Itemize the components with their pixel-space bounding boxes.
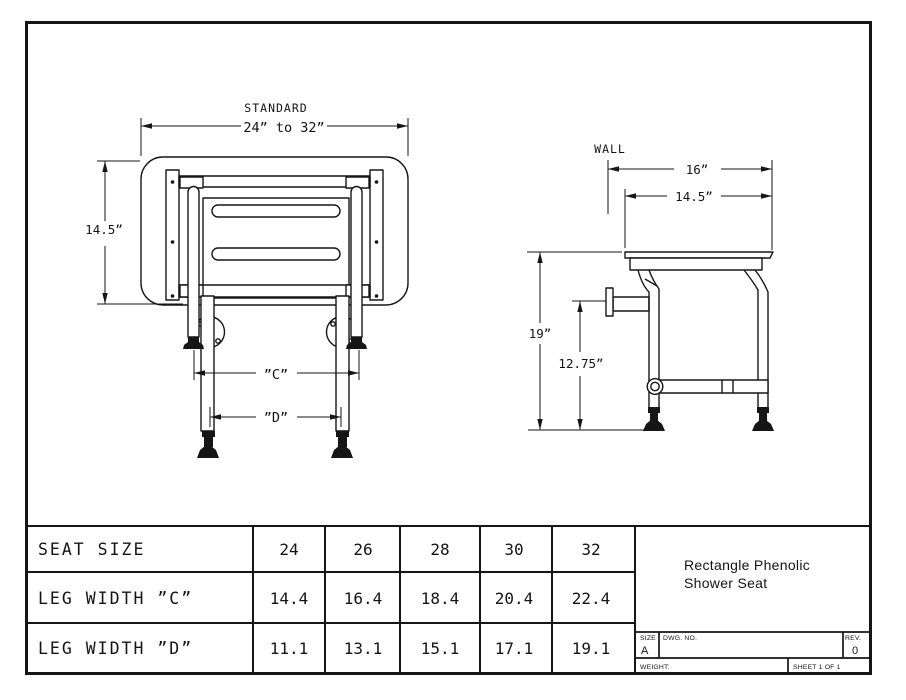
title-block-title-line1: Rectangle Phenolic (684, 557, 810, 573)
dim-front-depth: 14.5” (85, 160, 183, 305)
dim-standard-label: STANDARD (244, 101, 307, 115)
dim-standard-range: 24” to 32” (243, 120, 324, 136)
table-row-label-leg-width-c: LEG WIDTH ”C” (38, 589, 193, 608)
dim-bracket-height-label: 12.75” (558, 356, 603, 371)
table-cell-c-3: 18.4 (421, 589, 460, 608)
side-seat-top (624, 251, 774, 259)
front-view: STANDARD 24” to 32” 14.5” ”C” ”D” (85, 101, 409, 458)
size-value: A (641, 645, 649, 657)
table-cell-d-5: 19.1 (572, 639, 611, 658)
dim-height: 19” (527, 251, 663, 431)
table-cell-c-2: 16.4 (344, 589, 383, 608)
dim-front-depth-label: 14.5” (85, 222, 123, 237)
tube-foot-left (183, 337, 204, 349)
table-cell-d-4: 17.1 (495, 639, 534, 658)
drain-slot-bottom (211, 247, 341, 261)
table-row-label-seat-size: SEAT SIZE (38, 540, 145, 559)
table-cell-d-3: 15.1 (421, 639, 460, 658)
mounting-bars (165, 169, 384, 301)
dim-d: ”D” (209, 407, 342, 427)
sheet-border (25, 21, 872, 675)
size-label: SIZE (640, 635, 656, 642)
table-cell-d-1: 11.1 (270, 639, 309, 658)
weight-label: WEIGHT: (640, 664, 670, 671)
table-row-label-leg-width-d: LEG WIDTH ”D” (38, 639, 193, 658)
table-cell-c-4: 20.4 (495, 589, 534, 608)
sheet-label: SHEET 1 OF 1 (793, 664, 841, 671)
dim-c-label: ”C” (264, 367, 288, 383)
tube-foot-right (346, 337, 367, 349)
dim-standard-width: STANDARD 24” to 32” (140, 101, 409, 156)
dwg-no-label: DWG. NO. (663, 635, 697, 642)
side-seat-channel (629, 257, 763, 271)
wall-label: WALL (594, 142, 626, 156)
spec-table-grid (26, 525, 871, 673)
table-cell-size-32: 32 (581, 540, 600, 559)
floor-legs (200, 295, 350, 432)
dim-overall-depth-label: 16” (686, 162, 709, 177)
side-view-feet (643, 407, 774, 431)
spec-table: SEAT SIZE 24 26 28 30 32 LEG WIDTH ”C” 1… (26, 525, 871, 673)
table-cell-size-30: 30 (504, 540, 523, 559)
table-cell-size-28: 28 (430, 540, 449, 559)
side-legs (637, 269, 769, 407)
side-view: WALL 16” 14.5” 19” 12.75” (527, 142, 774, 431)
drain-slot-top (211, 204, 341, 218)
dim-seat-depth-label: 14.5” (675, 189, 713, 204)
table-cell-size-26: 26 (353, 540, 372, 559)
support-tubes (183, 185, 367, 349)
table-cell-c-1: 14.4 (270, 589, 309, 608)
dim-d-label: ”D” (264, 410, 288, 426)
table-cell-size-24: 24 (279, 540, 298, 559)
dim-overall-depth: 16” (607, 160, 773, 250)
table-cell-c-5: 22.4 (572, 589, 611, 608)
title-block-grid (635, 631, 871, 673)
title-block-title-line2: Shower Seat (684, 575, 767, 591)
dim-height-label: 19” (529, 326, 552, 341)
rev-label: REV. (845, 635, 861, 642)
table-cell-d-2: 13.1 (344, 639, 383, 658)
title-block: Rectangle Phenolic Shower Seat SIZE A DW… (635, 557, 871, 673)
dim-seat-depth: 14.5” (624, 189, 772, 248)
wall-bracket (605, 287, 650, 317)
front-view-feet (197, 431, 353, 458)
rev-value: 0 (852, 645, 858, 657)
dim-bracket-height: 12.75” (558, 300, 606, 430)
cross-brace (646, 378, 769, 396)
dim-c: ”C” (193, 350, 360, 383)
